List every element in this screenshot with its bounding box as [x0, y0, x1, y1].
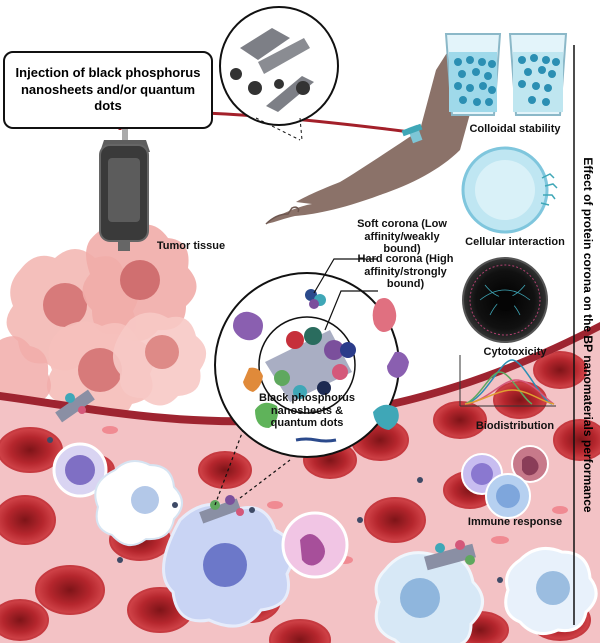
tumor-nucleus	[78, 348, 122, 392]
vessel-wall	[0, 322, 600, 434]
rbc	[0, 427, 63, 473]
rbc	[0, 495, 56, 545]
cytotoxicity-icon	[462, 257, 548, 343]
beaker-aggregated	[508, 33, 568, 116]
nanoparticles-in-vessel	[47, 437, 503, 583]
coated-nanosheet	[55, 389, 95, 423]
tumor-nucleus	[120, 260, 160, 300]
rbc	[35, 565, 105, 615]
effect-label-immune-response: Immune response	[467, 516, 563, 528]
rbc	[269, 619, 331, 643]
rbc	[198, 451, 252, 489]
tumor-tissue-label: Tumor tissue	[156, 240, 226, 252]
coated-nanosheet	[424, 540, 476, 571]
rbc	[493, 381, 547, 419]
zoom-lines-corona	[214, 424, 291, 506]
effects-title: Effect of protein corona on the BP nanom…	[581, 157, 595, 513]
hard-corona-label: Hard corona (High affinity/strongly boun…	[357, 253, 454, 291]
blood-bag	[99, 129, 150, 251]
effect-label-cellular-interaction: Cellular interaction	[465, 236, 565, 248]
leukocyte	[52, 442, 108, 498]
soft-corona-label: Soft corona (Low affinity/weakly bound)	[357, 218, 447, 256]
effect-label-cytotoxicity: Cytotoxicity	[483, 346, 547, 358]
soft-corona-proteins	[233, 289, 409, 443]
rbc	[364, 497, 426, 543]
hard-corona-core	[265, 327, 356, 402]
core-label: Black phosphorus nanosheets & quantum do…	[259, 392, 355, 430]
rbc	[553, 419, 600, 461]
macrophage	[162, 502, 295, 628]
effect-label-colloidal-stability: Colloidal stability	[469, 123, 561, 135]
zoom-lines-injection	[255, 117, 303, 141]
rbc	[533, 351, 587, 389]
biodistribution-chart	[459, 355, 556, 407]
corona-circle	[214, 272, 409, 458]
effect-label-biodistribution: Biodistribution	[475, 420, 555, 432]
leukocyte	[374, 551, 484, 643]
injection-label: Injection of black phosphorus nanosheets…	[15, 64, 201, 114]
injection-callout: Injection of black phosphorus nanosheets…	[3, 51, 213, 129]
beaker-dispersed	[444, 33, 502, 116]
corona-label-pointers	[313, 258, 378, 331]
tumor-nucleus	[43, 283, 87, 327]
immune-cells-icon	[461, 445, 549, 519]
leukocyte	[94, 460, 183, 546]
tumor-nucleus	[145, 335, 179, 369]
cell-interaction-icon	[461, 146, 558, 234]
rbc	[0, 599, 49, 641]
neutrophil	[281, 511, 349, 579]
tumor-tissue	[0, 224, 207, 420]
nanomaterial-circle	[219, 6, 339, 126]
